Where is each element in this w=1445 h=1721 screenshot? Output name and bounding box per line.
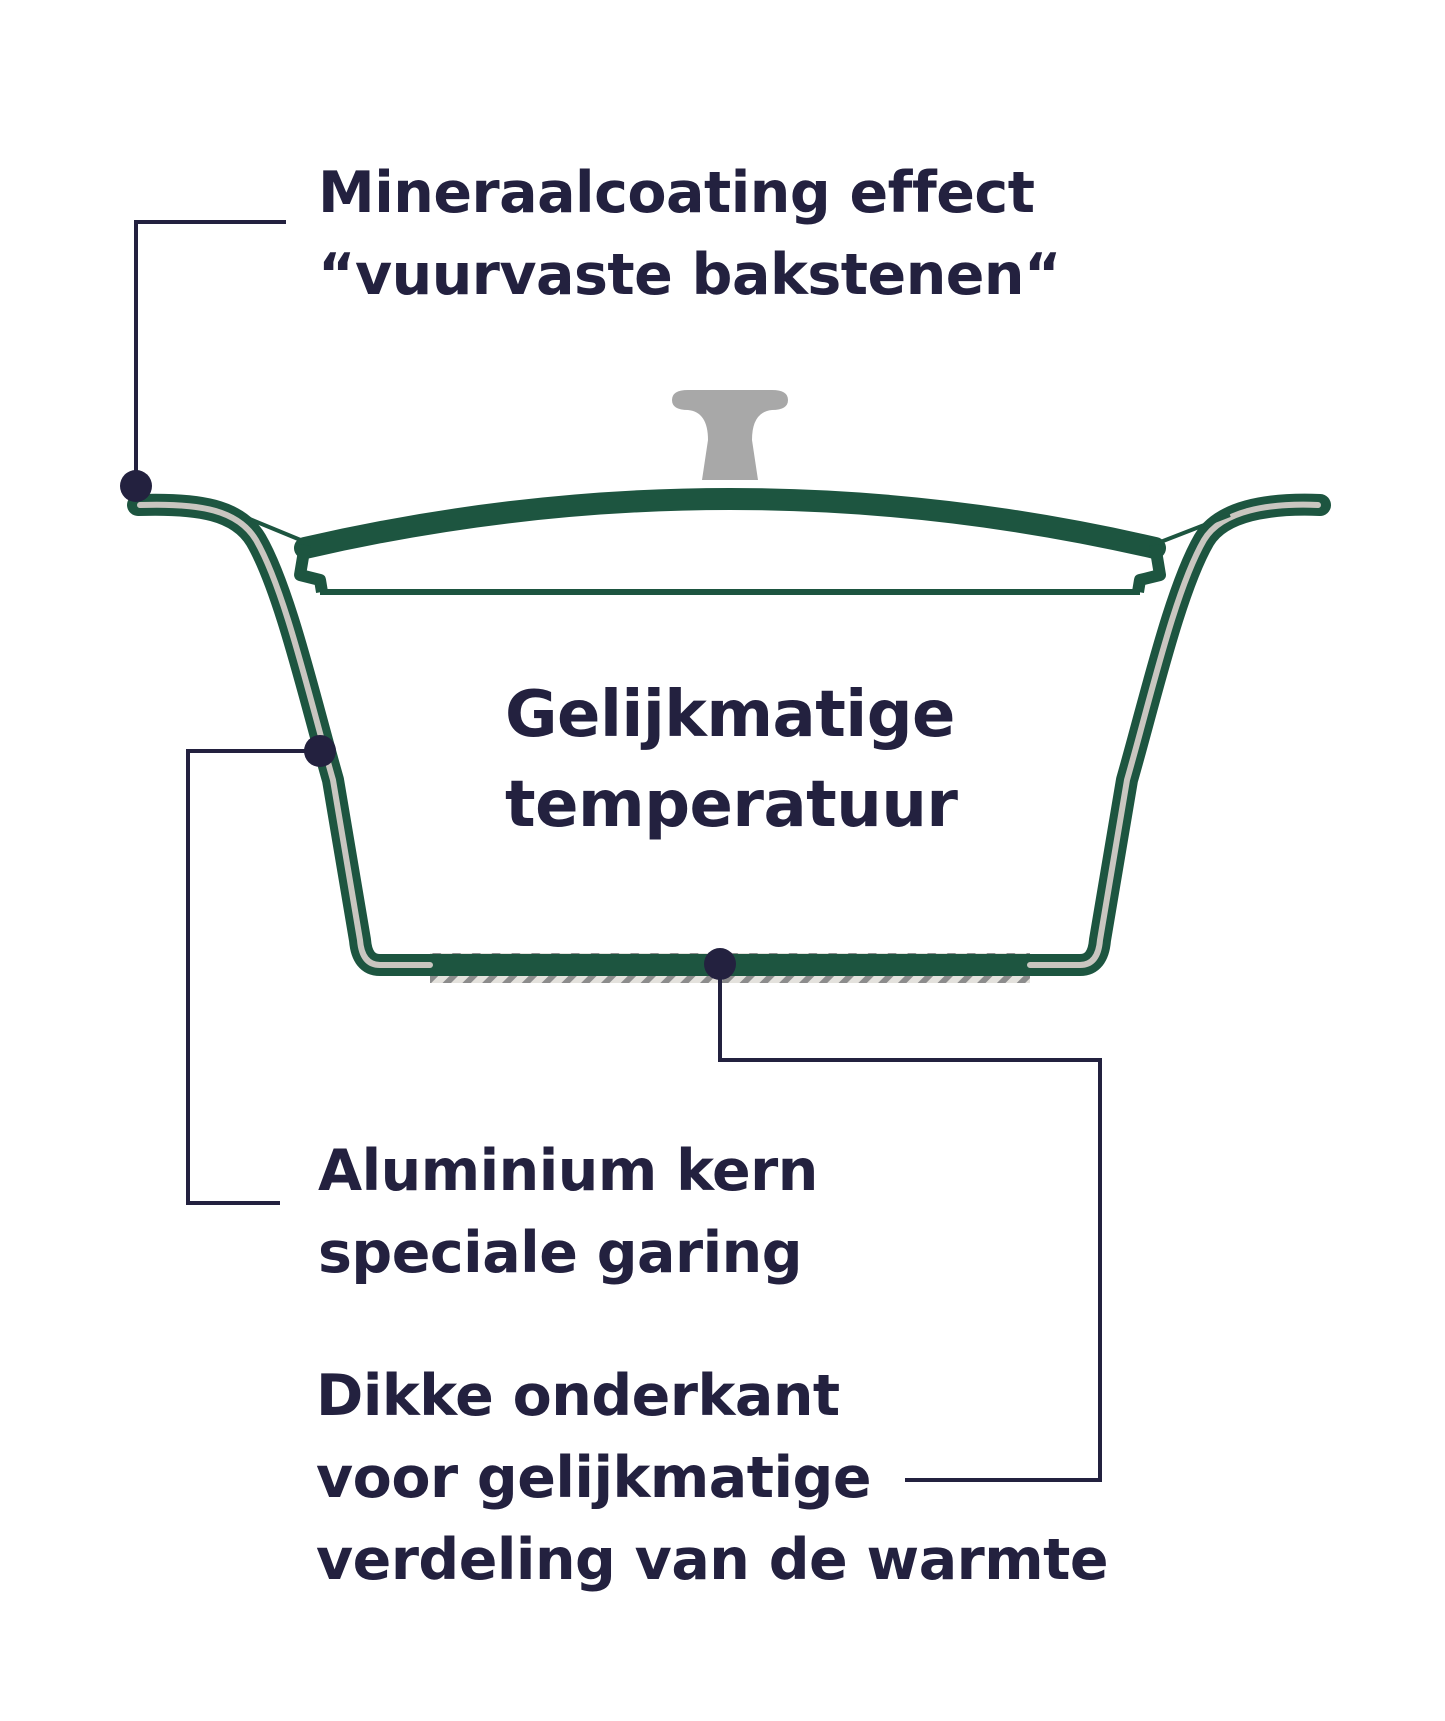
- label-even-temperature-line2: temperatuur: [505, 768, 958, 842]
- label-aluminium-core-line1: Aluminium kern: [318, 1138, 818, 1204]
- callout-dot-core: [304, 735, 336, 767]
- label-even-temperature: Gelijkmatige temperatuur: [505, 670, 958, 850]
- pot-inner-layer: [137, 501, 433, 968]
- label-thick-bottom-line2: voor gelijkmatige: [316, 1445, 872, 1511]
- pot-inner-layer-right: [1027, 501, 1321, 968]
- label-thick-bottom-line3: verdeling van de warmte: [316, 1527, 1109, 1593]
- lid-edge-right: [1132, 544, 1166, 593]
- callout-dot-bottom: [704, 948, 736, 980]
- lid-knob: [672, 390, 788, 480]
- callout-line-bottom: [718, 964, 1102, 1482]
- label-aluminium-core: Aluminium kern speciale garing: [318, 1130, 818, 1294]
- label-even-temperature-line1: Gelijkmatige: [505, 678, 955, 752]
- lid-outline: [294, 488, 1166, 559]
- label-aluminium-core-line2: speciale garing: [318, 1220, 803, 1286]
- callout-dot-coating: [120, 470, 152, 502]
- label-thick-bottom-line1: Dikke onderkant: [316, 1363, 840, 1429]
- callout-line-coating: [134, 220, 286, 486]
- callout-line-core: [186, 749, 320, 1205]
- label-mineral-coating-line1: Mineraalcoating effect: [318, 160, 1035, 226]
- label-thick-bottom: Dikke onderkant voor gelijkmatige verdel…: [316, 1355, 1109, 1601]
- lid-edge-left: [294, 544, 328, 593]
- label-mineral-coating-line2: “vuurvaste bakstenen“: [318, 242, 1061, 308]
- label-mineral-coating: Mineraalcoating effect “vuurvaste bakste…: [318, 152, 1061, 316]
